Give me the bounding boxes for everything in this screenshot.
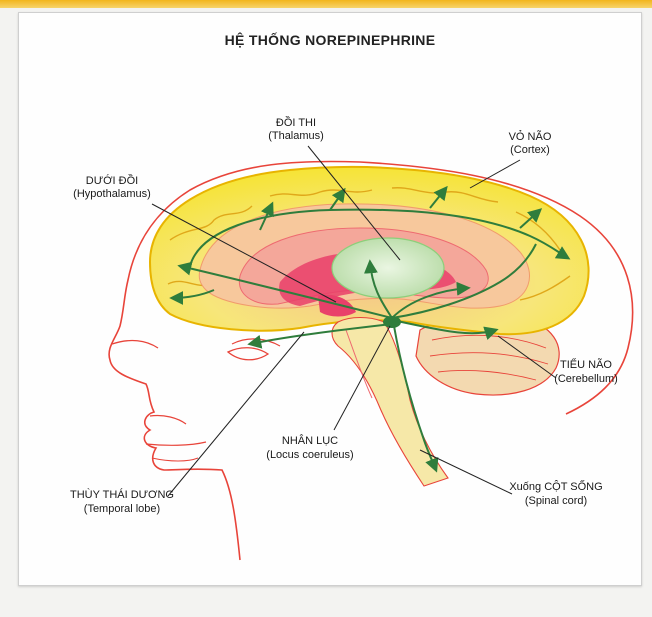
diagram-title: HỆ THỐNG NOREPINEPHRINE (225, 31, 436, 48)
label-cortex: VỎ NÃO (Cortex) (509, 130, 552, 156)
label-spinal: Xuống CỘT SỐNG (Spinal cord) (509, 479, 602, 507)
label-spinal-vi: Xuống CỘT SỐNG (509, 479, 602, 493)
label-hypothalamus-en: (Hypothalamus) (73, 188, 151, 200)
label-locus: NHÂN LỤC (Locus coeruleus) (266, 434, 353, 461)
mouth (146, 442, 206, 445)
label-locus-vi: NHÂN LỤC (282, 434, 338, 447)
label-temporal-en: (Temporal lobe) (84, 503, 160, 515)
label-hypothalamus-vi: DƯỚI ĐỒI (86, 174, 138, 187)
label-temporal-vi: THÙY THÁI DƯƠNG (70, 488, 174, 501)
label-locus-en: (Locus coeruleus) (266, 449, 353, 461)
label-spinal-en: (Spinal cord) (525, 495, 587, 507)
label-cerebellum-vi: TIỂU NÃO (560, 358, 612, 371)
label-thalamus: ĐỒI THI (Thalamus) (268, 116, 324, 142)
label-thalamus-vi: ĐỒI THI (276, 116, 316, 129)
label-temporal: THÙY THÁI DƯƠNG (Temporal lobe) (70, 488, 174, 515)
eye (228, 348, 268, 360)
label-hypothalamus: DƯỚI ĐỒI (Hypothalamus) (73, 174, 151, 200)
label-cerebellum-en: (Cerebellum) (554, 373, 618, 385)
lower-lip (152, 458, 198, 461)
label-thalamus-en: (Thalamus) (268, 130, 324, 142)
thalamus-shape (332, 238, 444, 298)
label-cortex-en: (Cortex) (510, 144, 550, 156)
nostril (150, 415, 186, 424)
label-cerebellum: TIỂU NÃO (Cerebellum) (554, 358, 618, 385)
label-cortex-vi: VỎ NÃO (509, 130, 552, 143)
eye-brow (112, 341, 158, 348)
